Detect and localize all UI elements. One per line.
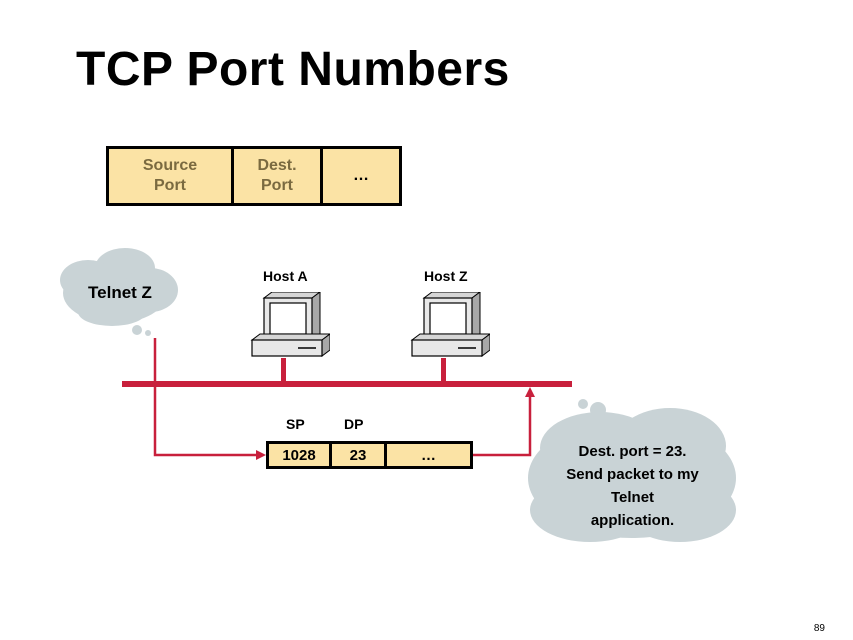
thought-left-text: Telnet Z bbox=[88, 283, 152, 302]
host-z-computer-icon bbox=[410, 292, 490, 357]
source-port-field: Source Port bbox=[106, 146, 234, 206]
host-a-drop bbox=[281, 358, 286, 384]
dp-label: DP bbox=[344, 416, 364, 432]
host-a-computer-icon bbox=[250, 292, 330, 357]
thought-cloud-left bbox=[60, 248, 178, 336]
thought-right-text: Dest. port = 23. Send packet to my Telne… bbox=[540, 440, 725, 532]
deliver-path bbox=[473, 392, 532, 457]
thought-right-line3: Telnet bbox=[610, 489, 655, 506]
thought-right-line2: Send packet to my bbox=[566, 466, 699, 483]
more-fields: … bbox=[320, 146, 402, 206]
dest-port-field: Dest. Port bbox=[231, 146, 323, 206]
network-bus bbox=[122, 381, 572, 387]
thought-right-line4: application. bbox=[590, 512, 675, 529]
thought-cloud-right bbox=[528, 399, 736, 542]
sp-label: SP bbox=[286, 416, 305, 432]
host-a-label: Host A bbox=[263, 268, 308, 284]
send-path bbox=[153, 338, 262, 457]
thought-right-line1: Dest. port = 23. bbox=[578, 443, 687, 460]
page-title: TCP Port Numbers bbox=[76, 43, 510, 96]
deliver-arrowhead bbox=[525, 387, 535, 397]
segment-source-port: 1028 bbox=[266, 441, 332, 469]
send-arrowhead bbox=[256, 450, 266, 460]
host-z-drop bbox=[441, 358, 446, 384]
segment-more: … bbox=[384, 441, 473, 469]
page-number: 89 bbox=[813, 623, 825, 634]
segment-dest-port: 23 bbox=[329, 441, 387, 469]
host-z-label: Host Z bbox=[424, 268, 468, 284]
